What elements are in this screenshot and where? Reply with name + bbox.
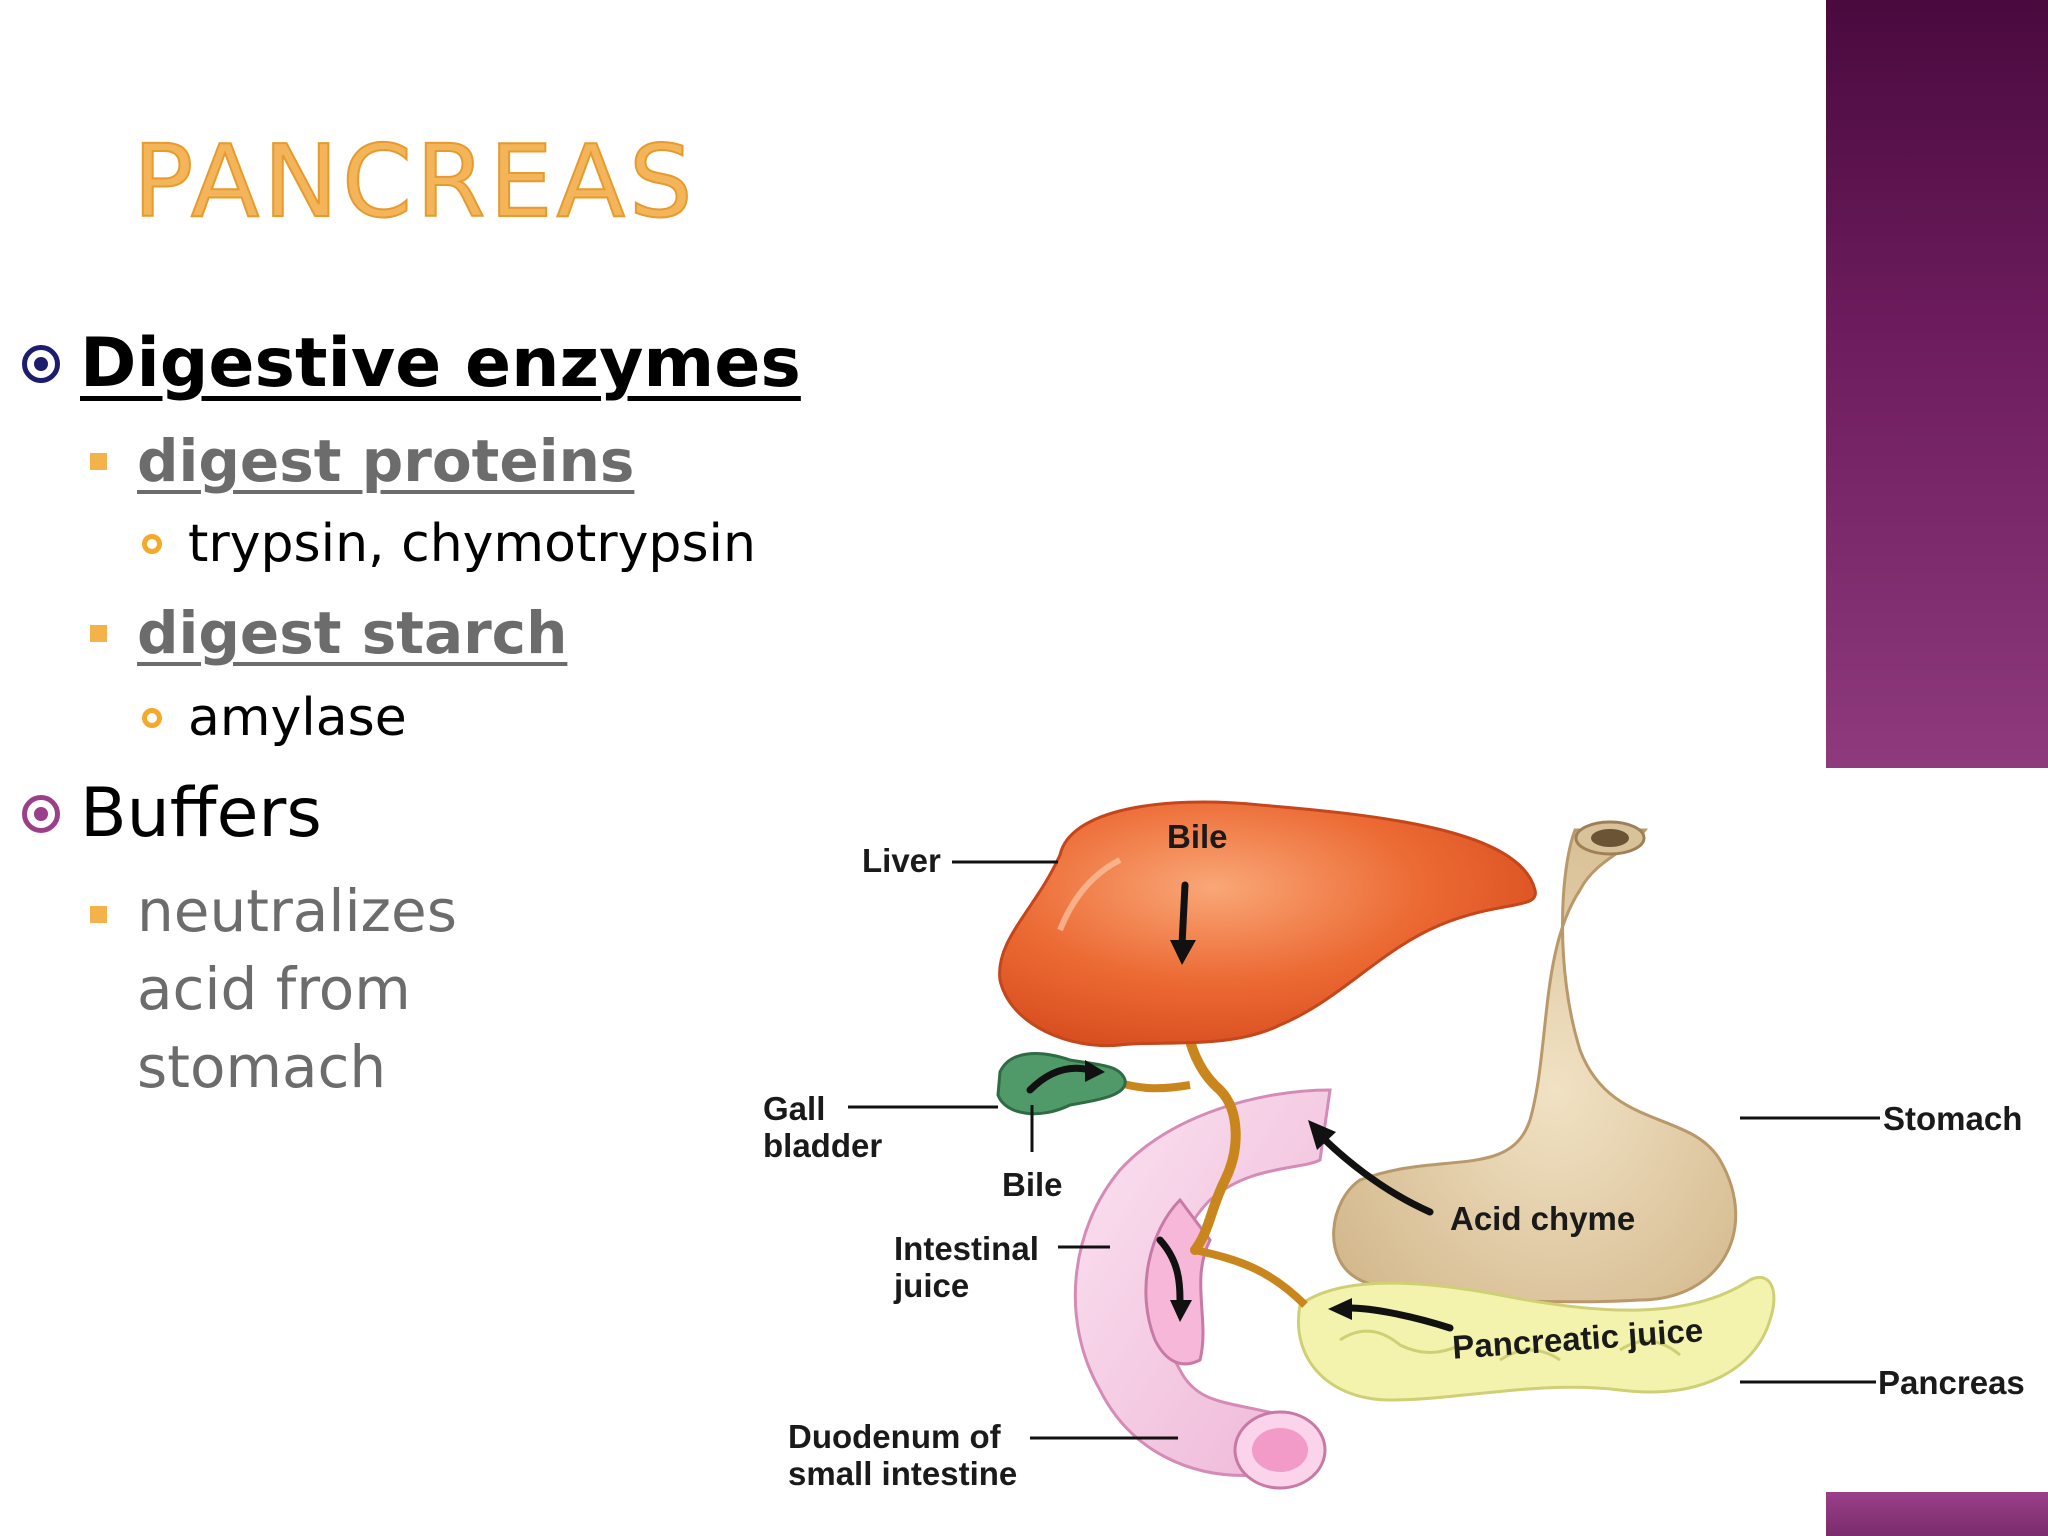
slide-title: Pancreas [132, 123, 697, 240]
bullet-text-line: stomach [137, 1033, 387, 1101]
label-line: bladder [763, 1127, 883, 1164]
pancreas [1297, 1276, 1776, 1402]
circle-bullet-icon [22, 795, 60, 833]
square-bullet-icon [90, 906, 107, 923]
ring-bullet-icon [142, 534, 162, 554]
bullet-text-line: acid from [137, 955, 411, 1023]
side-decoration-bar-bottom [1826, 1492, 2048, 1536]
label-intestinal-juice: Intestinal juice [894, 1230, 1039, 1304]
label-acid-chyme: Acid chyme [1450, 1200, 1636, 1237]
bullet-text: amylase [188, 688, 407, 748]
digestive-diagram: Liver Bile Gall bladder Bile Stomach Aci… [740, 760, 2040, 1520]
bullet-trypsin: trypsin, chymotrypsin [142, 518, 756, 570]
gall-bladder [996, 1052, 1127, 1116]
label-duodenum: Duodenum of small intestine [788, 1418, 1017, 1492]
label-pancreas: Pancreas [1878, 1364, 2025, 1401]
label-line: Duodenum of [788, 1418, 1001, 1455]
label-line: Intestinal [894, 1230, 1039, 1267]
digestive-organs-illustration [848, 800, 1880, 1490]
arrow-heads [1085, 940, 1352, 1322]
bullet-text: digest starch [137, 599, 568, 667]
bullet-text-line: neutralizes [137, 877, 457, 945]
bullet-amylase: amylase [142, 692, 407, 744]
label-stomach: Stomach [1883, 1100, 2023, 1137]
label-line: juice [894, 1267, 970, 1304]
bullet-text: digest proteins [137, 427, 635, 495]
side-decoration-bar [1826, 0, 2048, 768]
bullet-digest-proteins: digest proteins [90, 432, 634, 490]
label-line: Gall [763, 1090, 826, 1127]
bullet-buffers: Buffers [22, 780, 322, 848]
ring-bullet-icon [142, 708, 162, 728]
label-line: small intestine [788, 1455, 1018, 1492]
bullet-digest-starch: digest starch [90, 604, 567, 662]
bullet-text: Buffers [80, 774, 322, 853]
leader-lines [848, 860, 1880, 1440]
flow-arrows [1026, 881, 1454, 1332]
label-liver: Liver [862, 842, 941, 879]
label-gall-bladder: Gall bladder [763, 1090, 882, 1164]
label-bile-top: Bile [1167, 818, 1228, 855]
bullet-neutralizes: neutralizes acid from stomach [137, 872, 537, 1106]
square-bullet-icon [90, 624, 107, 642]
square-bullet-icon [90, 452, 107, 470]
liver [998, 800, 1537, 1048]
bullet-digestive-enzymes: Digestive enzymes [22, 330, 801, 398]
circle-bullet-icon [22, 345, 60, 383]
label-bile-bottom: Bile [1002, 1166, 1063, 1203]
bullet-text: trypsin, chymotrypsin [188, 514, 756, 574]
bullet-text: Digestive enzymes [80, 324, 801, 403]
